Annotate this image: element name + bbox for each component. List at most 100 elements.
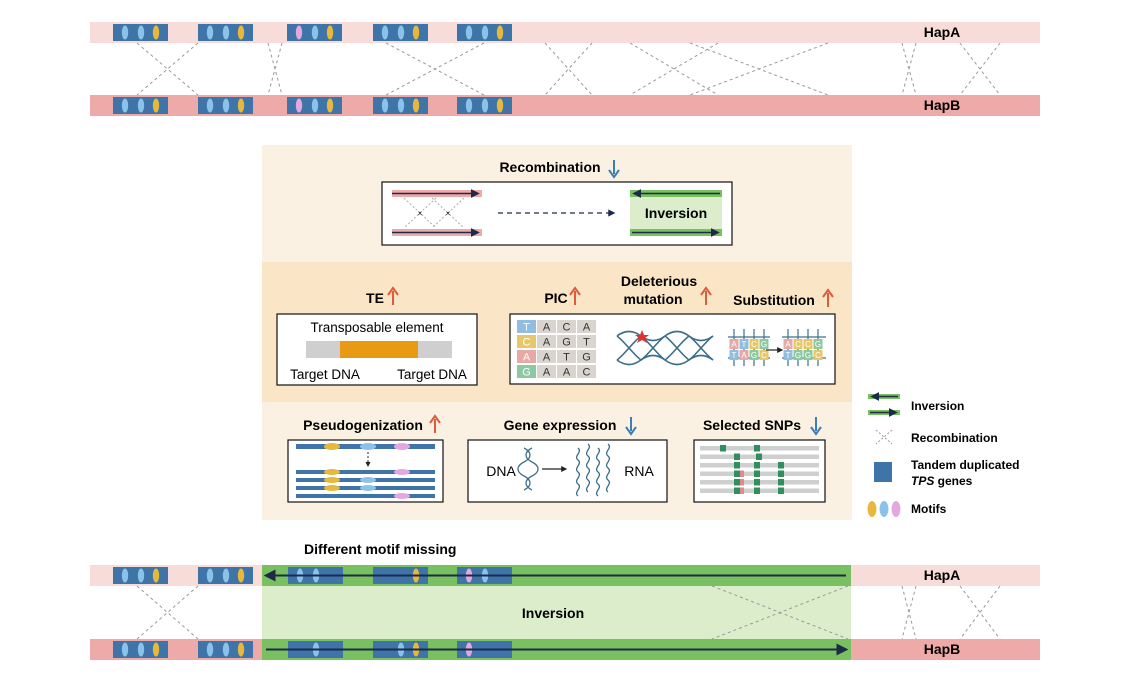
snp-marker (734, 462, 740, 469)
legend-tandem-label-2: TPS genes (911, 474, 973, 488)
motif-icon (496, 25, 504, 40)
base-letter: G (582, 352, 591, 364)
legend-tandem-label-1: Tandem duplicated (911, 458, 1019, 472)
motif-icon (152, 642, 160, 657)
svg-text:×: × (446, 209, 451, 218)
motif-icon (237, 98, 245, 113)
pseudogenization-title: Pseudogenization (303, 417, 423, 433)
gene-expression-title: Gene expression (504, 417, 617, 433)
inversion-block: Inversion (630, 189, 722, 237)
bottom-recombination-lines (136, 585, 1001, 640)
snp-marker (740, 470, 744, 477)
motif-icon (311, 25, 319, 40)
bottom-haplotypes: Different motif missing Inversion HapA H… (90, 541, 1040, 660)
base-letter: C (815, 351, 821, 360)
motif-icon (152, 25, 160, 40)
base-cell (517, 365, 536, 378)
bottom-inversion-label: Inversion (522, 605, 584, 621)
gene-block (373, 24, 428, 41)
dna-helix-icon (616, 330, 714, 366)
base-cell (517, 320, 536, 333)
motif-icon (222, 25, 230, 40)
base-cell (537, 365, 556, 378)
legend-recombination-icon (875, 429, 893, 445)
motif-icon (121, 642, 129, 657)
arrow-up-icon (387, 286, 399, 305)
gene-block (198, 97, 253, 114)
motif-icon (137, 642, 145, 657)
base-cell (783, 339, 793, 349)
base-cell (759, 350, 769, 360)
legend-inversion-label: Inversion (911, 399, 964, 413)
motif-icon (412, 25, 420, 40)
gene-block (457, 97, 512, 114)
base-cell (793, 339, 803, 349)
rna-strands-icon (575, 443, 611, 497)
snp-marker (778, 487, 784, 494)
base-cell (537, 320, 556, 333)
selected-snps-title: Selected SNPs (703, 417, 801, 433)
snp-marker (754, 470, 760, 477)
motif-icon (481, 98, 489, 113)
base-cell (537, 350, 556, 363)
motif-icon (295, 98, 303, 113)
motif-icon (311, 98, 319, 113)
motif-icon (397, 98, 405, 113)
pseudogene-stack (296, 443, 435, 499)
base-letter: T (732, 351, 737, 360)
base-cell (759, 339, 769, 349)
snp-marker (734, 479, 740, 486)
base-letter: C (751, 340, 757, 349)
gene-block (113, 641, 168, 658)
base-cell (783, 350, 793, 360)
base-cell (749, 339, 759, 349)
inversion-block-label: Inversion (645, 205, 707, 221)
motif-icon (137, 25, 145, 40)
motif-icon (222, 98, 230, 113)
snp-marker (740, 479, 744, 486)
base-letter: T (563, 352, 570, 364)
motif-icon (121, 98, 129, 113)
rna-label: RNA (624, 463, 654, 479)
snp-marker (740, 487, 744, 494)
motif-icon (381, 25, 389, 40)
gene-block (287, 97, 342, 114)
bottom-hapA-label: HapA (924, 567, 961, 583)
te-right-label: Target DNA (397, 367, 467, 382)
base-cell (749, 350, 759, 360)
base-letter: C (795, 340, 801, 349)
arrow-up-icon (822, 288, 834, 307)
gene-block (287, 24, 342, 41)
motif-icon (465, 98, 473, 113)
arrow-up-icon (429, 414, 441, 433)
gene-block (373, 97, 428, 114)
base-letter: T (742, 340, 747, 349)
base-cell (557, 350, 576, 363)
motif-icon (381, 98, 389, 113)
motif-icon (121, 25, 129, 40)
arrow-up-icon (700, 286, 712, 305)
motif-icon (237, 568, 245, 583)
motif-icon (137, 568, 145, 583)
deleterious-title-line1: Deleterious (621, 273, 697, 289)
snp-marker (734, 453, 740, 460)
base-letter: G (562, 337, 571, 349)
base-letter: A (543, 367, 551, 379)
base-cell (813, 350, 823, 360)
base-letter: C (563, 322, 571, 334)
base-cell (517, 335, 536, 348)
dna-label: DNA (486, 463, 516, 479)
base-letter: C (583, 367, 591, 379)
gene-block (457, 24, 512, 41)
base-cell (793, 350, 803, 360)
base-letter: G (751, 351, 757, 360)
svg-text:×: × (418, 209, 423, 218)
base-cell (537, 335, 556, 348)
motif-icon (222, 568, 230, 583)
motif-icon (295, 25, 303, 40)
motif-icon (237, 642, 245, 657)
motif-icon (206, 25, 214, 40)
base-cell (577, 350, 596, 363)
